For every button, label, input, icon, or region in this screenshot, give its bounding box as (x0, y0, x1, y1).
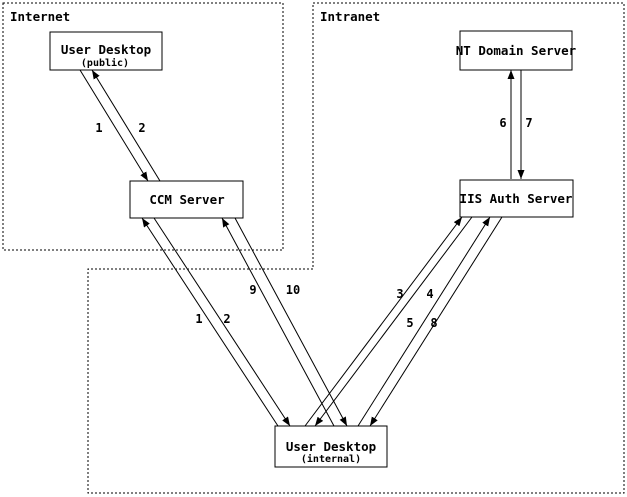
step-label-4: 4 (426, 287, 433, 301)
node-user-desktop-public: User Desktop (public) (49, 31, 163, 71)
step-label-1-internal: 1 (195, 312, 202, 326)
iis-auth-server-box (459, 179, 574, 218)
arrow-step10-ccm-to-internal-desktop (234, 217, 348, 427)
step-label-6: 6 (499, 116, 506, 130)
iis-auth-server-label: IIS Auth Server (460, 191, 573, 206)
step-label-8: 8 (430, 316, 437, 330)
arrow-step3-internal-desktop-to-iis (304, 216, 463, 427)
arrow-step1-public-desktop-to-ccm (79, 69, 149, 182)
arrow-step2-ccm-to-internal-desktop (153, 217, 291, 427)
arrow-step9-internal-desktop-to-ccm (221, 217, 335, 427)
node-nt-domain-server: NT Domain Server (456, 30, 577, 71)
user-desktop-public-label: User Desktop (61, 42, 151, 57)
node-iis-auth-server: IIS Auth Server (459, 179, 574, 218)
ccm-server-label: CCM Server (149, 192, 225, 207)
intranet-zone-boundary (87, 2, 625, 494)
step-label-3: 3 (396, 287, 403, 301)
step-label-2-public: 2 (138, 121, 145, 135)
arrow-step8-iis-to-internal-desktop (369, 216, 503, 427)
internet-zone-label: Internet (10, 9, 70, 24)
ccm-server-box (129, 180, 244, 219)
step-label-10: 10 (286, 283, 300, 297)
arrow-step1-internal-desktop-to-ccm (141, 217, 279, 427)
step-label-1-public: 1 (95, 121, 102, 135)
step-label-5: 5 (406, 316, 413, 330)
intranet-zone-label: Intranet (320, 9, 380, 24)
user-desktop-public-box (49, 31, 163, 71)
step-label-7: 7 (525, 116, 532, 130)
user-desktop-public-sublabel: (public) (81, 57, 129, 69)
arrow-step5-internal-desktop-to-iis (357, 216, 491, 427)
user-desktop-internal-sublabel: (internal) (301, 453, 361, 465)
node-user-desktop-internal: User Desktop (internal) (274, 425, 388, 468)
arrow-step4-iis-to-internal-desktop (314, 216, 473, 427)
step-label-2-internal: 2 (223, 312, 230, 326)
user-desktop-internal-box (274, 425, 388, 468)
nt-domain-server-box (459, 30, 573, 71)
node-ccm-server: CCM Server (129, 180, 244, 219)
internet-zone-boundary (2, 2, 284, 251)
arrow-step2-ccm-to-public-desktop (91, 69, 161, 182)
step-label-9: 9 (249, 283, 256, 297)
nt-domain-server-label: NT Domain Server (456, 43, 577, 58)
user-desktop-internal-label: User Desktop (286, 439, 376, 454)
